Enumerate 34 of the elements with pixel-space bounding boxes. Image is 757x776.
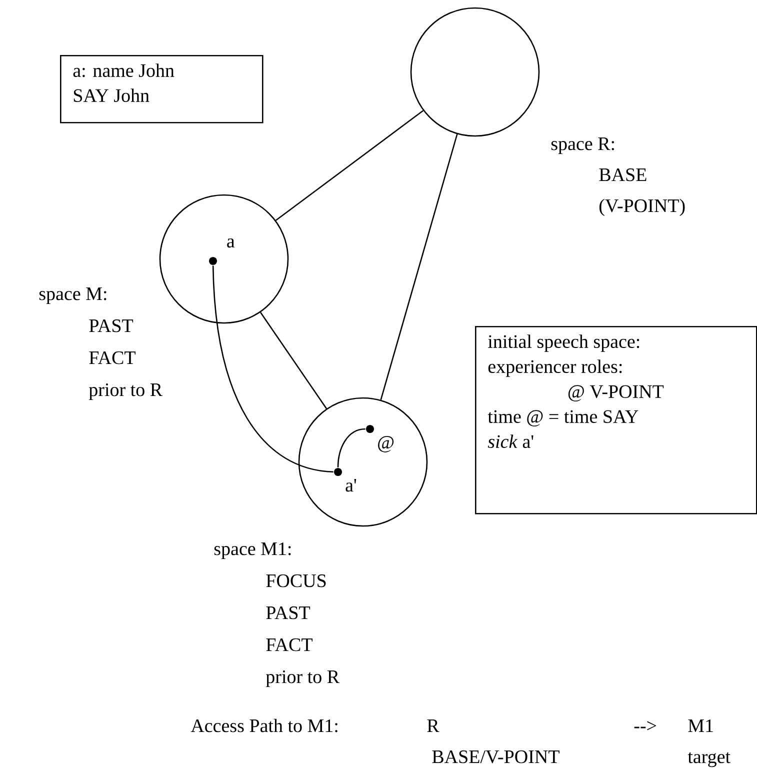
path-label: M1 <box>688 719 713 732</box>
connector-line <box>380 134 458 400</box>
connector-line <box>275 110 424 221</box>
space-label: (V-POINT) <box>599 198 685 216</box>
space-circle <box>298 397 428 527</box>
space-label: space M: <box>39 288 106 304</box>
labeled-point: a' <box>334 468 356 492</box>
space-label: space R: <box>551 138 614 154</box>
labeled-point: a <box>209 238 235 265</box>
space-label: prior to R <box>266 670 340 688</box>
space-label: FOCUS <box>266 574 326 588</box>
connector-line <box>260 312 328 410</box>
space-label: FACT <box>266 638 312 652</box>
path-label: BASE/V-POINT <box>432 750 560 764</box>
curve <box>212 266 334 473</box>
curve <box>337 428 366 468</box>
path-label: Access Path to M1: <box>190 718 338 732</box>
space-label: prior to R <box>88 383 162 400</box>
space-label: space M1: <box>214 542 291 560</box>
node-label: @ <box>378 436 394 452</box>
space-label: FACT <box>89 351 136 364</box>
path-label: target <box>688 752 730 768</box>
text-box: a: name John SAY John <box>60 55 264 124</box>
space-label: BASE <box>599 168 646 182</box>
space-circle <box>159 194 289 324</box>
space-label: PAST <box>89 319 134 332</box>
node-label: a <box>227 238 235 248</box>
path-label: R <box>427 720 440 732</box>
labeled-point: @ <box>366 425 394 452</box>
space-label: PAST <box>266 606 310 620</box>
text-box: initial speech space: experiencer roles: @ V-POINT time @ = time SAY sick a' <box>475 326 757 514</box>
space-circle <box>410 7 540 137</box>
node-label: a' <box>346 479 356 492</box>
path-label: --> <box>634 721 656 730</box>
